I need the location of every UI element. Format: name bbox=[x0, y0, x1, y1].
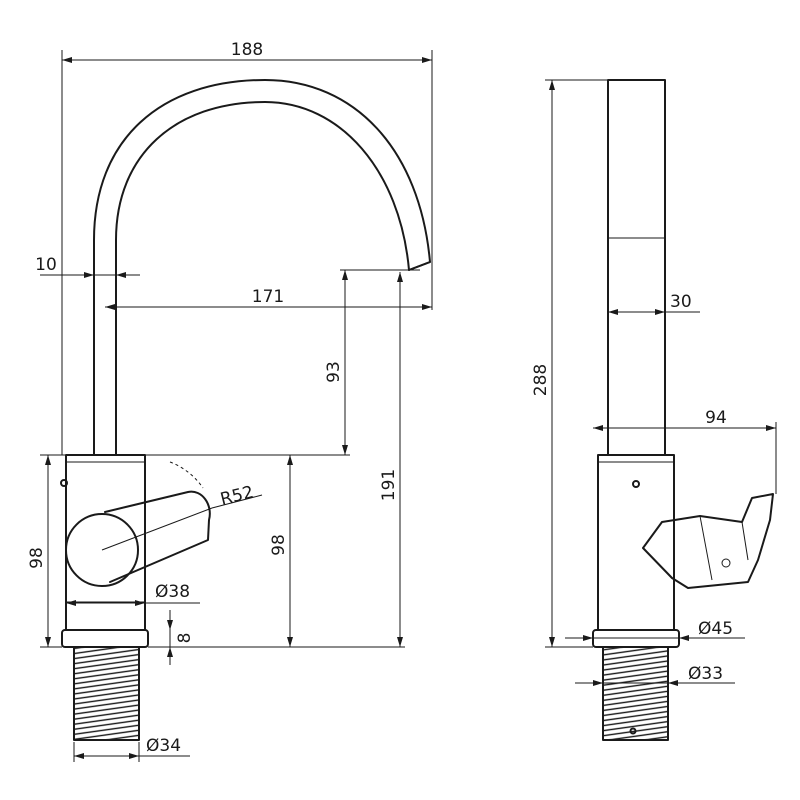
side-lever bbox=[642, 493, 774, 589]
dim-outlet-height: 191 bbox=[379, 469, 399, 501]
dim-overall-width: 188 bbox=[231, 40, 263, 60]
front-base-ring bbox=[61, 629, 149, 648]
side-view bbox=[592, 79, 774, 741]
dim-body-height-inner: 98 bbox=[269, 534, 289, 556]
dimension-lines bbox=[40, 50, 777, 762]
front-threaded-stem bbox=[73, 646, 140, 741]
front-lever-hub bbox=[65, 513, 139, 587]
dim-base-diameter: Ø45 bbox=[698, 619, 733, 639]
dim-body-diameter: Ø38 bbox=[155, 582, 190, 602]
front-spout-outline bbox=[93, 79, 431, 456]
dim-thread-diameter-side: Ø33 bbox=[688, 664, 723, 684]
dimension-labels: 188 10 171 93 191 98 98 R52 Ø38 8 Ø34 28… bbox=[27, 40, 733, 756]
dim-spout-thickness: 10 bbox=[35, 255, 57, 275]
side-threaded-stem bbox=[602, 646, 669, 741]
spout-outlet bbox=[408, 261, 431, 271]
dim-overall-height: 288 bbox=[531, 364, 551, 396]
dim-thread-diameter-front: Ø34 bbox=[146, 736, 181, 756]
front-view bbox=[60, 79, 431, 741]
dim-lever-depth: 94 bbox=[705, 408, 727, 428]
front-body bbox=[65, 454, 146, 631]
side-spout bbox=[607, 79, 666, 456]
dim-spout-width: 30 bbox=[670, 292, 692, 312]
dim-lever-radius: R52 bbox=[218, 482, 255, 509]
dim-body-height-left: 98 bbox=[27, 547, 47, 569]
dim-spout-reach: 171 bbox=[252, 287, 284, 307]
dim-base-ring-height: 8 bbox=[175, 633, 195, 644]
dim-outlet-height-above-body: 93 bbox=[324, 361, 344, 383]
front-lever bbox=[104, 490, 211, 583]
